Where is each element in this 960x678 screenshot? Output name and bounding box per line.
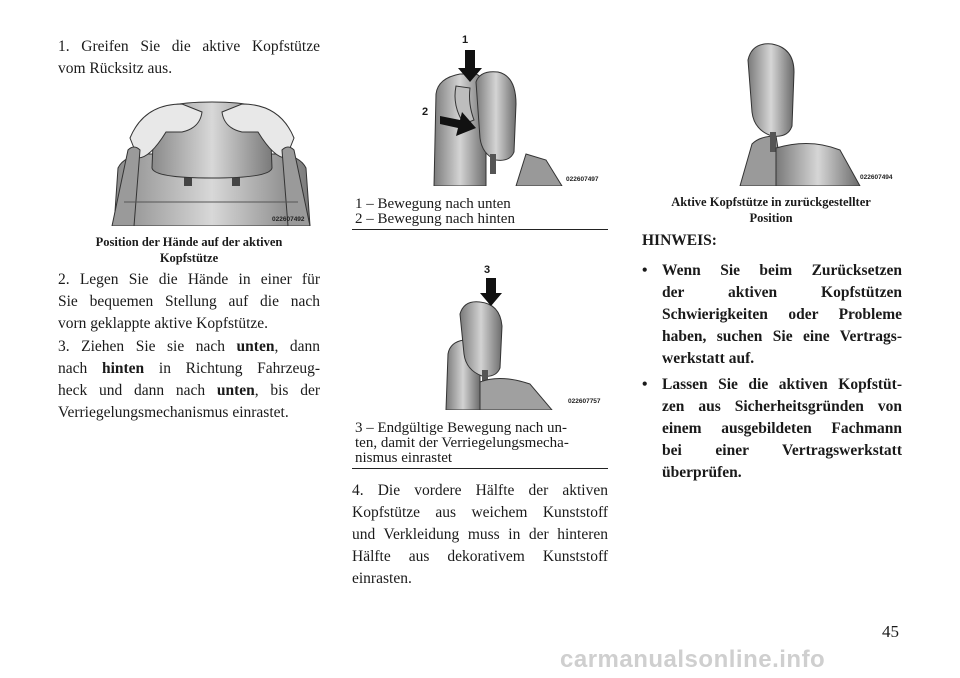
figure-label-3: 3: [484, 264, 491, 276]
note-bullet-2: • Lassen Sie die aktiven Kopfstüt- zen a…: [642, 376, 902, 481]
figure-headrest-motion-1-2: 1 2 022607497: [416, 34, 608, 186]
bullet-icon: •: [642, 376, 648, 393]
legend-2: 3 – Endgültige Bewegung nach un- ten, da…: [355, 420, 569, 466]
figure-headrest-motion-3: 3 022607757: [440, 264, 608, 410]
figure-code: 022607497: [566, 176, 599, 183]
step-3-text: 3. Ziehen Sie sie nach unten, dann nach …: [58, 338, 320, 421]
figure-label-1: 1: [462, 34, 469, 46]
arrow-down-icon: [458, 50, 482, 82]
note-bullet-1: • Wenn Sie beim Zurücksetzen der aktiven…: [642, 262, 902, 367]
arrow-down-icon: [480, 278, 502, 306]
page-number: 45: [882, 622, 899, 641]
figure-code: 022607492: [272, 216, 305, 223]
legend-2-rule: [352, 468, 608, 469]
figure-1-caption: Position der Hände auf der aktiven Kopfs…: [95, 235, 283, 265]
arrow-back-icon: [440, 110, 476, 138]
step-2-text: 2. Legen Sie die Hände in einer für Sie …: [58, 271, 320, 332]
figure-hands-on-headrest: 022607492: [104, 98, 318, 226]
figure-label-2: 2: [422, 106, 429, 118]
figure-code: 022607494: [860, 174, 893, 181]
headrest-final-motion-illustration: [445, 301, 553, 410]
hands-on-headrest-illustration: [111, 101, 311, 226]
headrest-reset-illustration: [739, 43, 861, 186]
watermark: carmanualsonline.info: [560, 646, 826, 673]
step-1-text: 1. Greifen Sie die aktive Kopfstütze vom…: [58, 38, 320, 77]
legend-1: 1 – Bewegung nach unten 2 – Bewegung nac…: [355, 196, 515, 227]
note-heading: HINWEIS:: [642, 232, 717, 249]
legend-1-rule: [352, 229, 608, 230]
step-4-text: 4. Die vordere Hälfte der aktiven Kopfst…: [352, 482, 608, 587]
figure-code: 022607757: [568, 398, 601, 405]
bullet-icon: •: [642, 262, 648, 279]
figure-4-caption: Aktive Kopfstütze in zurückgestellter Po…: [671, 195, 871, 225]
figure-headrest-reset-position: 022607494: [700, 40, 896, 186]
